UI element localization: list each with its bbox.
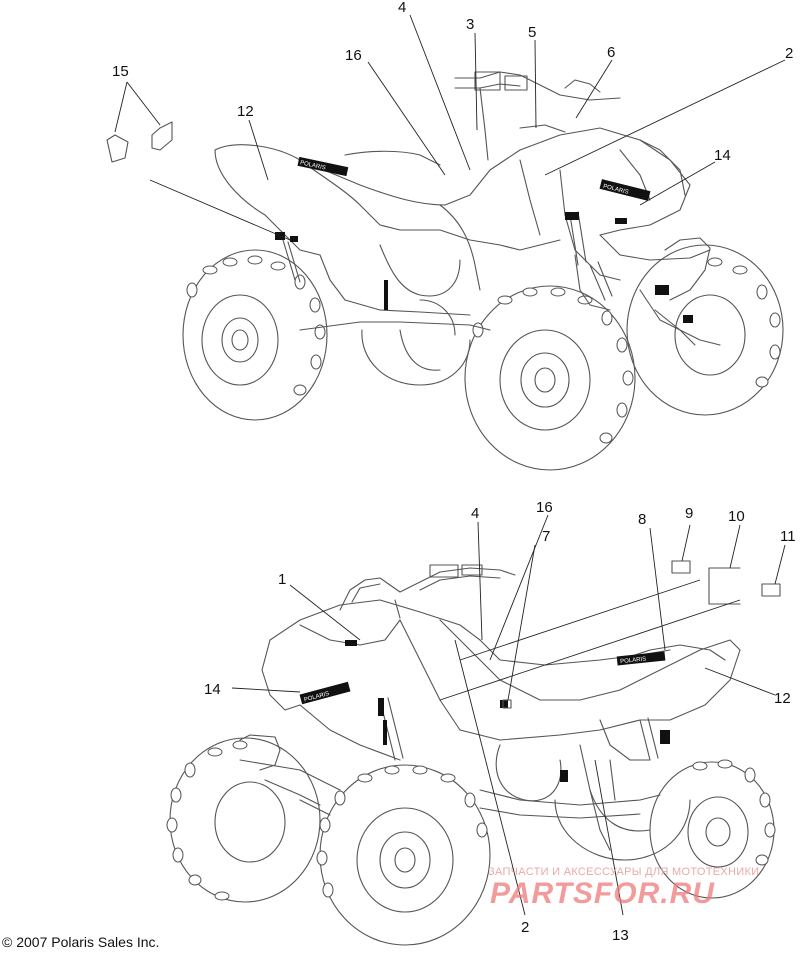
callout-9-bottom: 9 [685, 505, 693, 522]
callout-11-bottom: 11 [780, 528, 796, 545]
callout-15-top: 15 [112, 63, 129, 80]
decal-7 [502, 699, 512, 709]
callout-1-bottom: 1 [278, 571, 286, 588]
callout-16-top: 16 [345, 47, 362, 64]
atv-top-body: POLARIS POLARIS [106, 71, 721, 346]
decal-15-left [106, 134, 129, 163]
callout-10-bottom: 10 [728, 508, 745, 525]
watermark-tagline: ЗАПЧАСТИ И АКСЕССУАРЫ ДЛЯ МОТОТЕХНИКИ [488, 866, 760, 878]
svg-text:POLARIS: POLARIS [299, 160, 326, 171]
wheel-bottom-middle [554, 789, 691, 861]
copyright-text: © 2007 Polaris Sales Inc. [2, 934, 160, 950]
callout-14-bottom: 14 [204, 681, 221, 698]
wheel-rear-right [361, 299, 471, 386]
callout-6-top: 6 [607, 44, 615, 61]
decal-10 [708, 567, 741, 605]
callout-5-top: 5 [528, 24, 536, 41]
callout-2-top: 2 [785, 45, 793, 62]
callout-16-bottom: 16 [536, 499, 553, 516]
decal-11 [761, 583, 781, 597]
atv-bottom-illustration: POLARIS POLARIS [166, 499, 796, 946]
wheel-rear-left [182, 249, 328, 421]
wheel-bottom-front-right [166, 737, 321, 903]
callout-4-bottom: 4 [471, 505, 479, 522]
wheel-front-left [464, 285, 636, 471]
callout-12-bottom: 12 [774, 690, 791, 707]
decal-9 [671, 560, 691, 574]
callout-3-top: 3 [466, 16, 474, 33]
decal-15-right [151, 121, 173, 151]
callout-12-top: 12 [237, 103, 254, 120]
polaris-decal-bottom-front: POLARIS [299, 681, 351, 705]
polaris-decal-bottom-rear: POLARIS [616, 651, 666, 666]
wheel-front-right [626, 244, 784, 416]
wheel-bottom-front-left [316, 764, 491, 946]
atv-top-illustration: POLARIS POLARIS 15 12 16 [106, 0, 793, 471]
leaders-bottom [231, 514, 786, 916]
callout-7-bottom: 7 [542, 528, 550, 545]
callout-13-bottom: 13 [612, 927, 629, 944]
callout-8-bottom: 8 [638, 511, 646, 528]
svg-text:POLARIS: POLARIS [620, 656, 647, 665]
leaders-top [114, 14, 786, 241]
atv-bottom-body: POLARIS POLARIS [239, 560, 781, 851]
watermark-logo: PARTSFOR.RU [490, 877, 715, 910]
polaris-decal-top-rear: POLARIS [297, 156, 349, 177]
callout-2-bottom: 2 [521, 919, 529, 936]
callout-4-top: 4 [398, 0, 406, 16]
callout-14-top: 14 [714, 147, 731, 164]
